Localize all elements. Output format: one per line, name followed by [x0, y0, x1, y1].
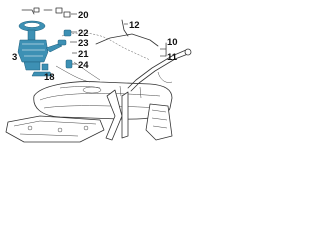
callout-12: 12 — [129, 20, 140, 31]
fuel-filler-pipe — [127, 48, 192, 92]
heat-insulator — [145, 103, 173, 141]
clip-parts — [21, 7, 71, 18]
callout-24: 24 — [78, 60, 89, 71]
callout-23: 23 — [78, 38, 89, 49]
vapor-lines — [55, 19, 159, 83]
callouts: 20 22 23 21 24 18 3 12 10 11 — [12, 10, 178, 83]
callout-3: 3 — [12, 52, 17, 63]
tank-band-2 — [121, 91, 129, 139]
tank-protector — [5, 115, 105, 143]
callout-20: 20 — [78, 10, 89, 21]
fuel-tank — [33, 81, 173, 120]
fuel-pump-module — [17, 20, 73, 77]
callout-21: 21 — [78, 49, 89, 60]
fuel-system-diagram: 20 22 23 21 24 18 3 12 10 11 — [5, 7, 192, 143]
callout-10: 10 — [167, 37, 178, 48]
leader-lines — [70, 13, 167, 65]
callout-22: 22 — [78, 28, 89, 39]
callout-11: 11 — [167, 52, 178, 63]
callout-18: 18 — [44, 72, 55, 83]
tank-band-1 — [105, 89, 123, 141]
